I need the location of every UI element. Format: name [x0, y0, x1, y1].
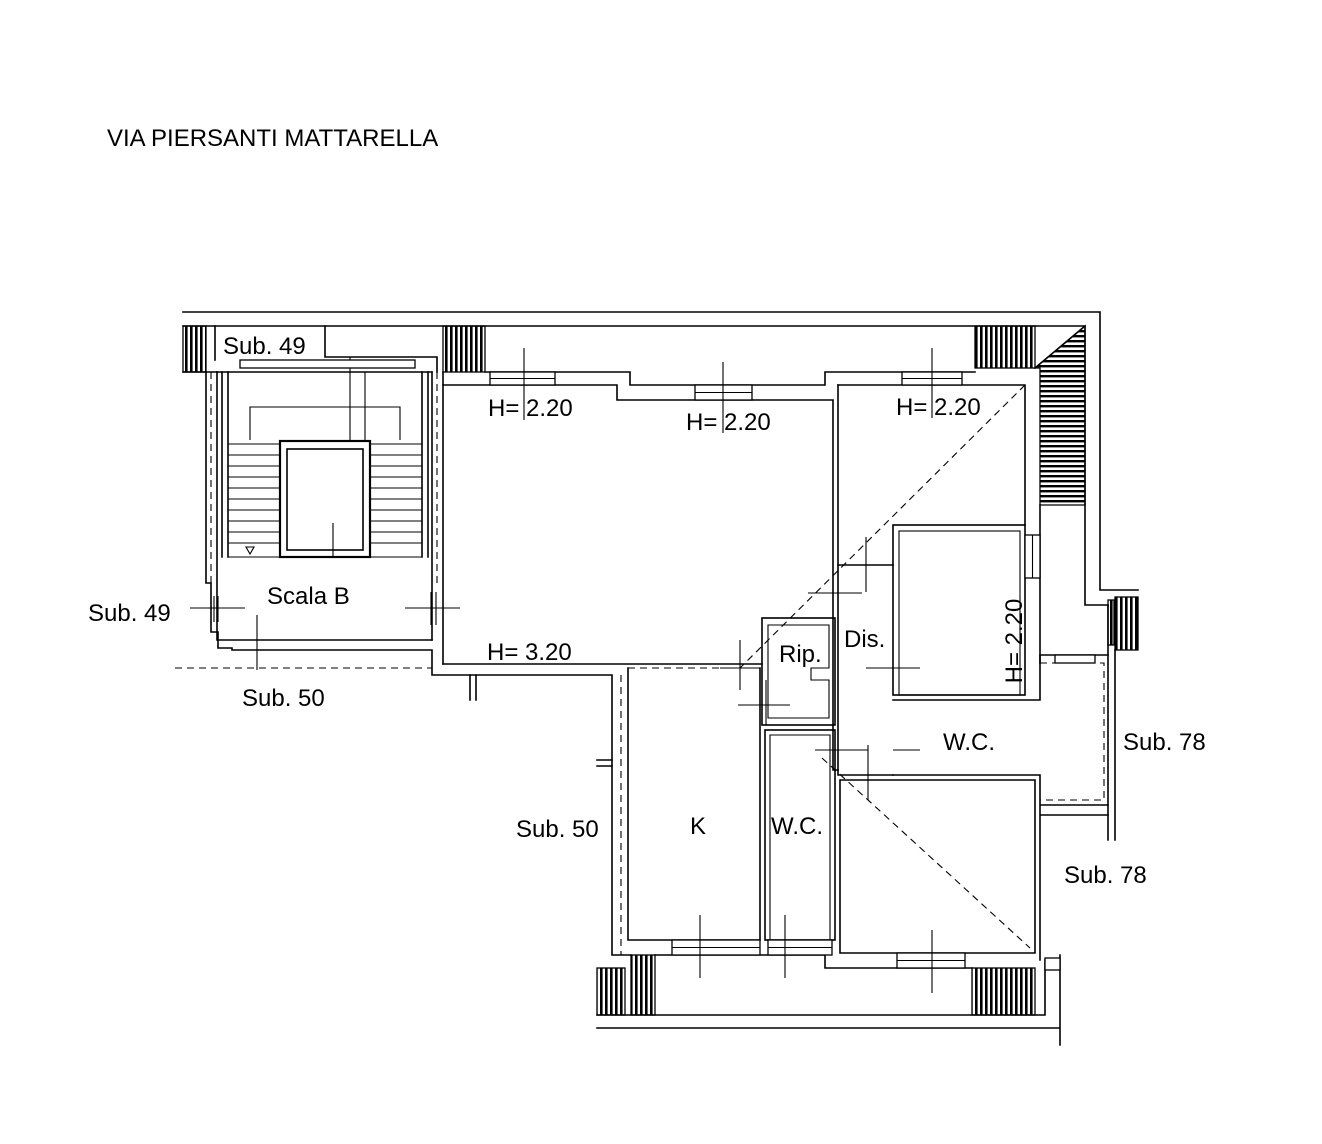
property-boundary-dashed	[175, 372, 1105, 955]
hatched-wall-right	[1033, 324, 1086, 506]
bathroom-lower-inner-wall	[769, 734, 831, 940]
hatched-wall-sections	[182, 324, 1139, 1016]
storage-room-inner-wall	[767, 624, 830, 719]
stair-flight-left-edge	[221, 371, 229, 558]
room-label-bathroom-right: W.C.	[943, 729, 995, 756]
unit-label-sub-78-right: Sub. 78	[1123, 729, 1206, 756]
height-label-main-top-center: H= 2.20	[686, 409, 771, 436]
hatched-pillar-top-right	[974, 325, 1036, 369]
labels: VIA PIERSANTI MATTARELLA Sub. 49 Sub. 49…	[88, 125, 1206, 889]
lower-right-room-walls	[839, 779, 1036, 954]
hatched-pillar-top-left	[182, 325, 207, 373]
walls	[182, 311, 1139, 1046]
stair-treads-right	[370, 443, 422, 544]
height-label-main-top-left: H= 2.20	[488, 395, 573, 422]
section-cross-marks	[190, 348, 933, 993]
unit-label-sub-49-top: Sub. 49	[223, 333, 306, 360]
bathroom-right-walls	[892, 654, 1109, 961]
outer-building-line	[182, 311, 1139, 591]
hatched-pillar-right	[1114, 596, 1139, 651]
stair-flight-right-edge	[421, 371, 429, 558]
hatched-pillar-top-middle	[442, 325, 486, 373]
diagonal-corner-line	[1033, 324, 1087, 370]
inner-room-inner-wall	[898, 530, 1021, 696]
window-bottom-right	[1044, 957, 1061, 971]
unit-label-sub-49-left: Sub. 49	[88, 600, 171, 627]
room-label-bathroom-lower: W.C.	[771, 813, 823, 840]
stair-handrail	[249, 406, 401, 440]
stairwell-left-wall-inner	[216, 371, 433, 641]
storage-room-outline	[761, 617, 836, 726]
hatched-pillar-bottom-right	[971, 967, 1036, 1016]
stair-walkline	[332, 357, 366, 557]
stairwell-window	[239, 359, 416, 369]
unit-label-sub-50-bottom: Sub. 50	[242, 685, 325, 712]
stair-core-outer	[278, 439, 372, 559]
stair-treads-left	[228, 443, 280, 544]
inner-top-wall-line	[182, 325, 1109, 606]
hatched-pillar-bottom-left-inner	[630, 954, 656, 1016]
hatched-pillar-bottom-left	[596, 967, 626, 1016]
kitchen-walls	[627, 667, 761, 941]
staircase	[216, 357, 433, 559]
room-label-storage: Rip.	[779, 641, 822, 668]
room-label-kitchen: K	[690, 813, 706, 840]
room-label-staircase: Scala B	[267, 583, 350, 610]
sub-49-boundary-right	[324, 325, 438, 373]
right-edge-walls	[1107, 604, 1116, 841]
wall-stub	[469, 674, 477, 701]
stair-core-inner	[286, 448, 364, 551]
height-label-right-room-side: H= 2.20	[1001, 599, 1028, 684]
stair-direction-arrow-icon	[245, 546, 255, 556]
height-label-right-room-top: H= 2.20	[896, 394, 981, 421]
hatched-jamb-right	[1107, 599, 1115, 646]
main-room-top-wall-inner	[442, 384, 839, 771]
hallway-walls	[837, 564, 894, 776]
sub-50-wall-stub	[596, 759, 613, 767]
height-label-main-bottom: H= 3.20	[487, 639, 572, 666]
window-bathroom-right	[1054, 654, 1096, 664]
unit-label-sub-78-lower: Sub. 78	[1064, 862, 1147, 889]
street-name: VIA PIERSANTI MATTARELLA	[107, 125, 438, 152]
room-label-hallway: Dis.	[844, 626, 885, 653]
unit-label-sub-50-left: Sub. 50	[516, 816, 599, 843]
windows	[239, 359, 1096, 971]
